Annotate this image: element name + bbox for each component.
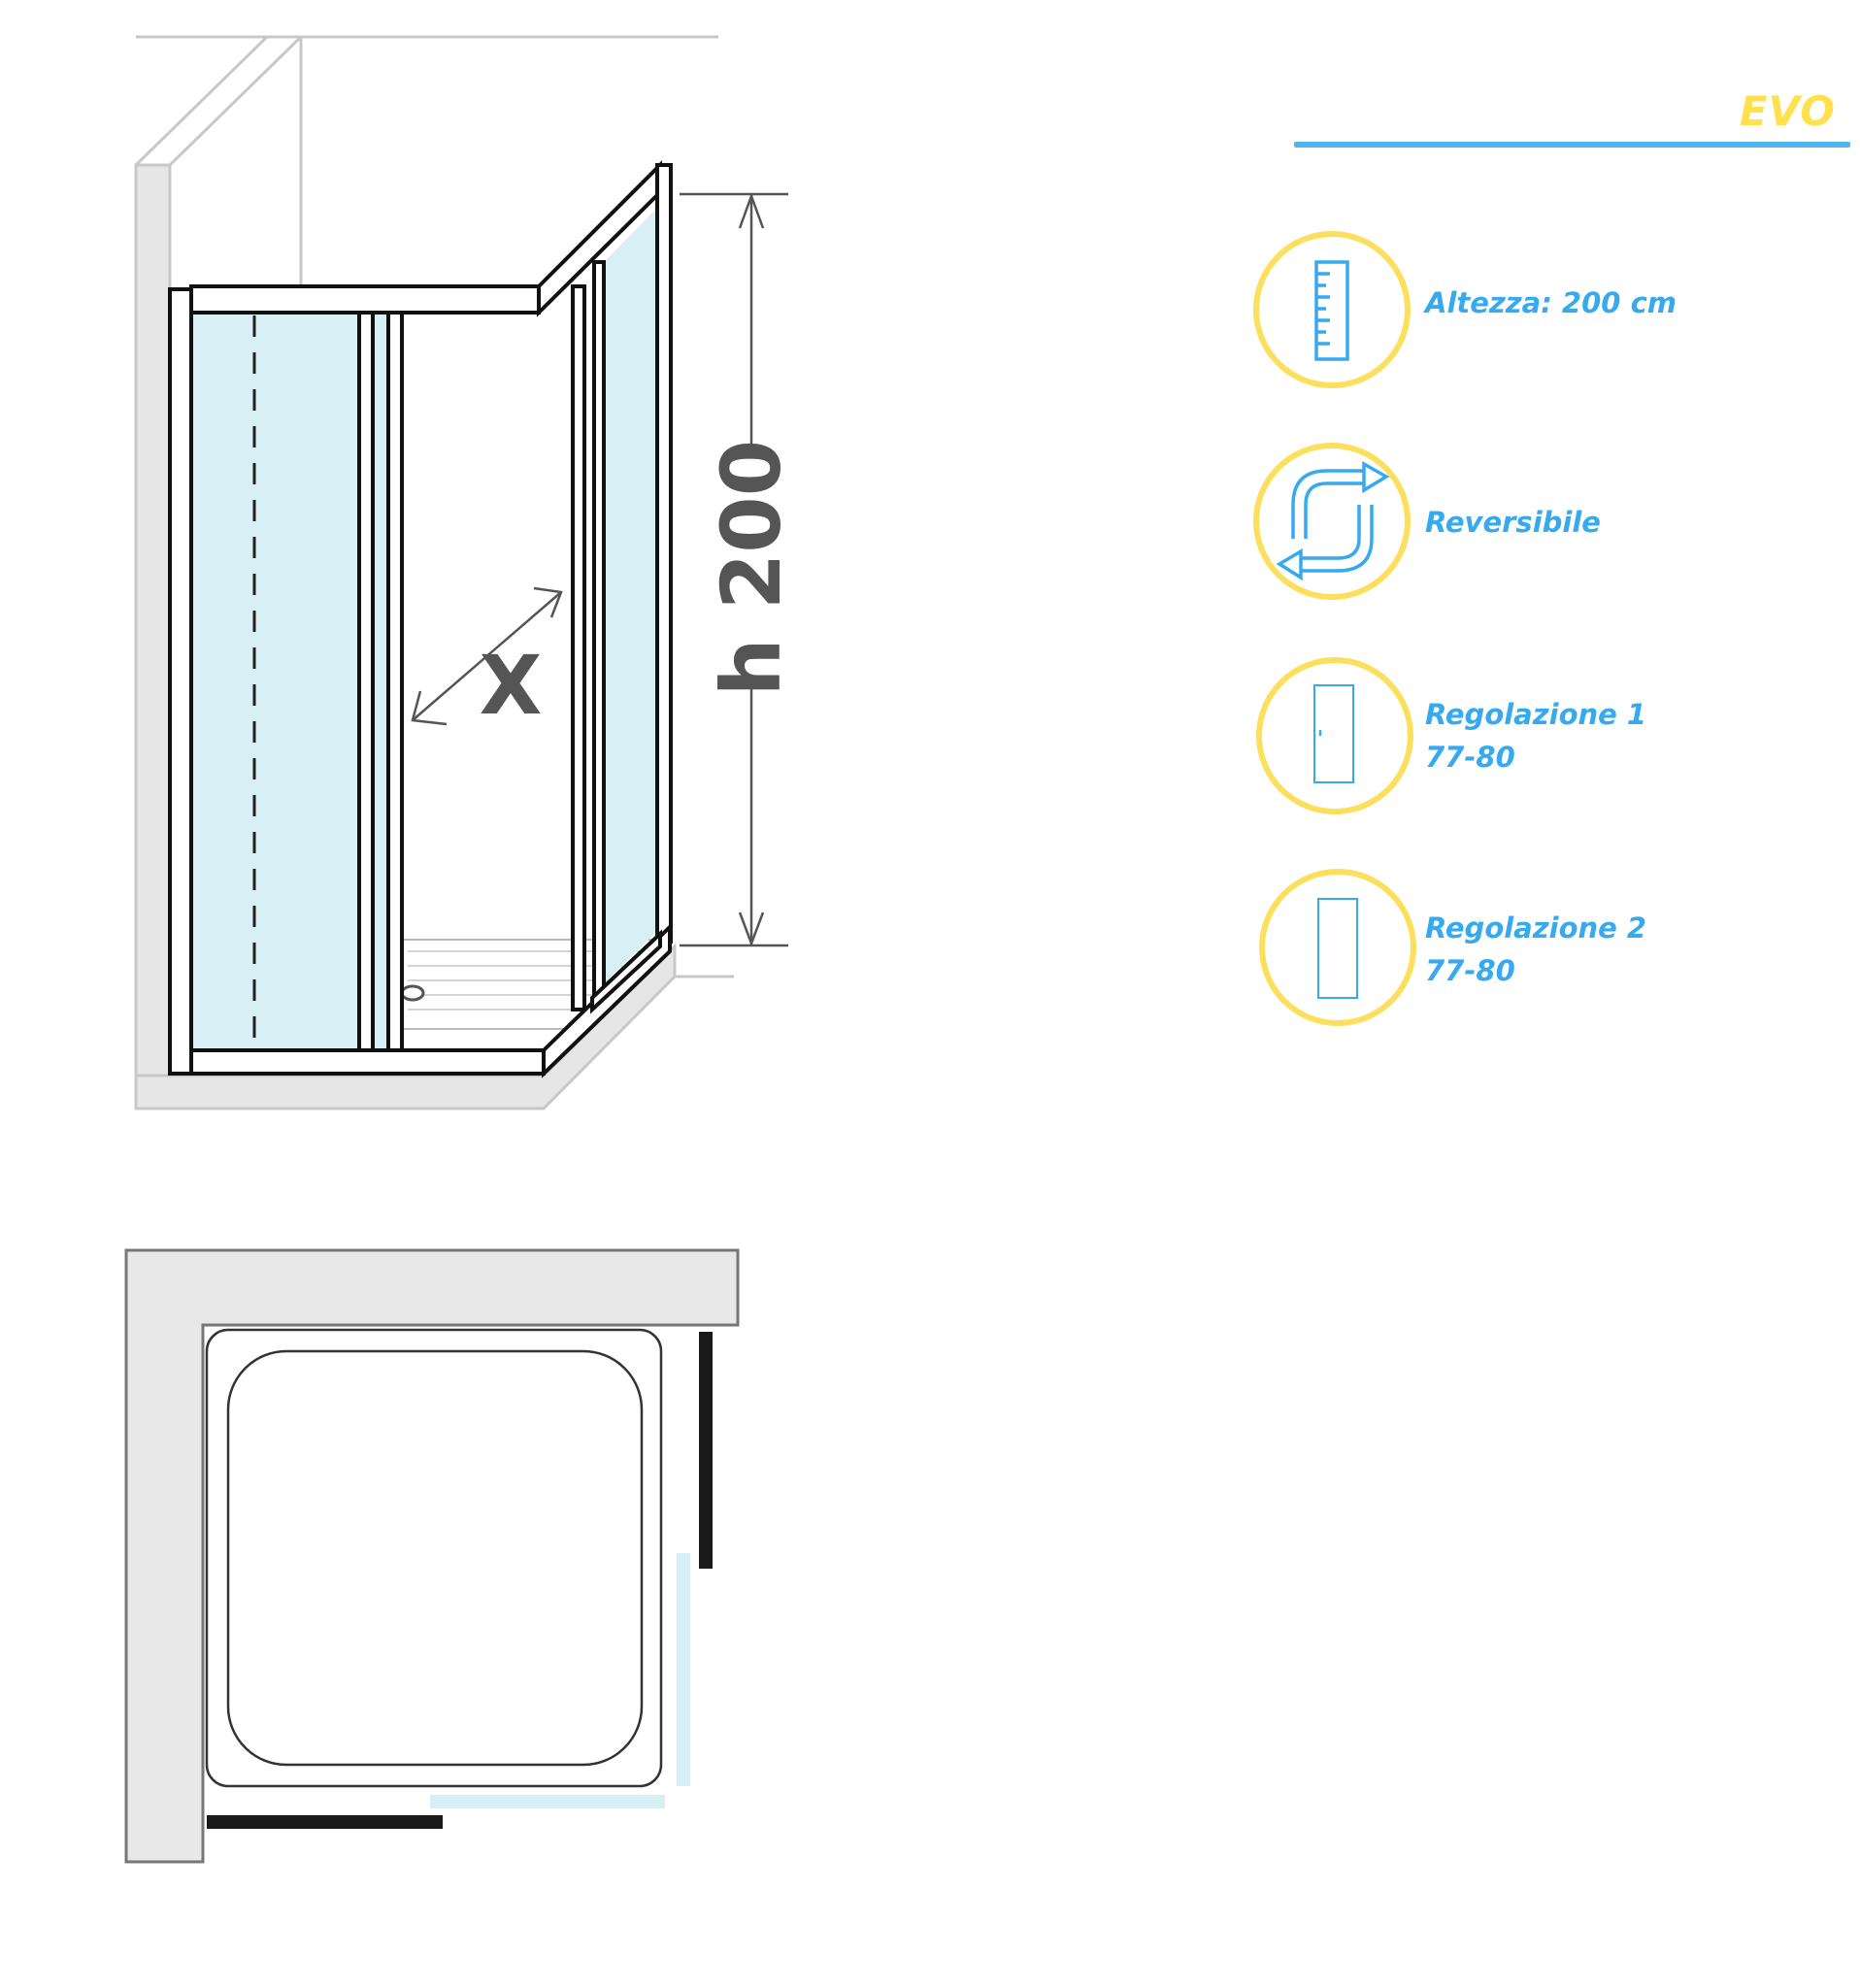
front-fixed-glass [189,311,362,1050]
feature-icons [1253,231,1416,1026]
side-glass [602,209,656,985]
feature-line2: 77-80 [1425,954,1515,987]
width-label: X [480,638,543,733]
ruler-icon-circle [1253,231,1411,388]
feature-label-height: Altezza: 200 cm [1425,282,1677,324]
plan-right-fixed-panel [699,1332,713,1569]
width-dimension-arrow [411,586,563,726]
plan-walls [124,1248,740,1864]
fixed-panel-icon [1317,898,1358,999]
plan-view [124,1248,740,1864]
feature-label-adjust-2: Regolazione 2 77-80 [1425,907,1646,992]
feature-label-reversible: Reversibile [1425,501,1601,544]
feature-line1: Reversibile [1425,506,1601,539]
feature-line1: Regolazione 1 [1425,698,1647,731]
feature-line1: Altezza: 200 cm [1425,286,1677,319]
plan-right-sliding-glass [677,1553,690,1786]
enclosure-frame [168,160,673,1078]
back-wall-lines [134,35,734,978]
reversible-icon-circle [1253,443,1411,600]
height-dimension-line [680,192,788,947]
brand-name: EVO [1739,87,1836,135]
plan-bottom-fixed-panel [207,1815,443,1829]
feature-line1: Regolazione 2 [1425,911,1647,944]
feature-label-adjust-1: Regolazione 1 77-80 [1425,693,1646,779]
perspective-view: X h 200 [134,35,799,1110]
plan-tray-inner [226,1349,644,1767]
door-panel-icon [1313,684,1354,783]
height-label: h 200 [704,440,799,696]
reversible-arrows-icon [1276,461,1390,581]
feature-line2: 77-80 [1425,741,1515,774]
fixed-panel-icon-circle [1259,869,1416,1026]
plan-bottom-sliding-glass [430,1795,665,1808]
left-wall [134,163,172,1077]
brand-underline [1294,142,1850,148]
drain [400,984,425,1002]
ruler-icon [1314,260,1349,361]
door-panel-icon-circle [1256,657,1413,814]
